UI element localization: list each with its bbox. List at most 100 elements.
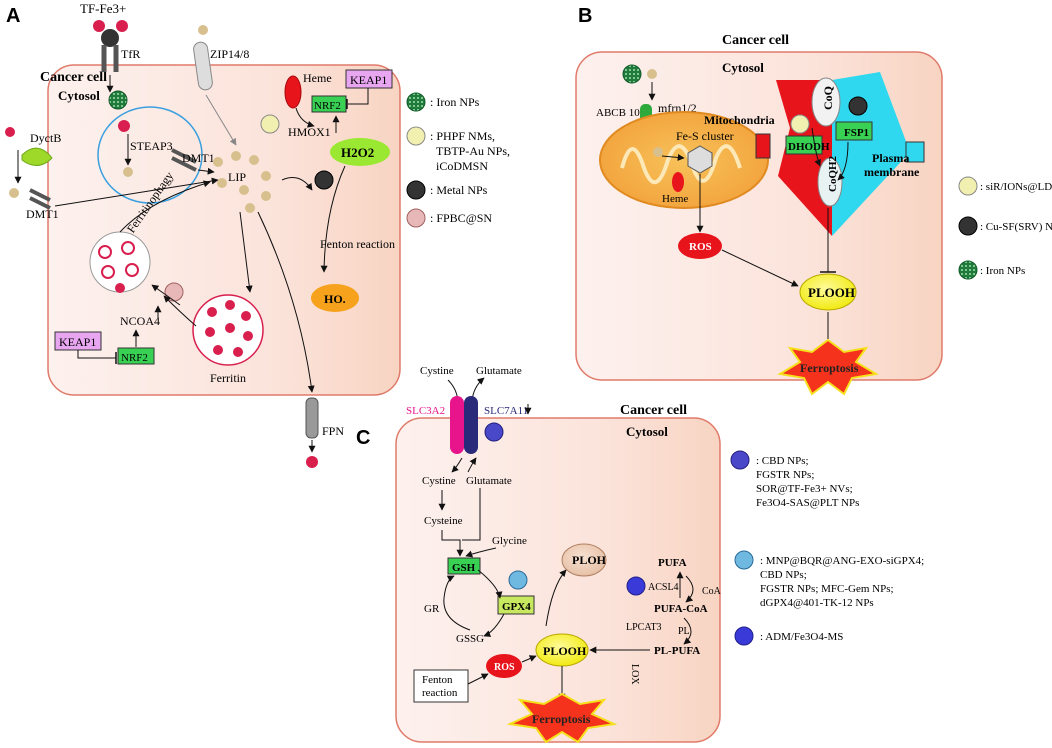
fe3-ion xyxy=(93,20,105,32)
heme-label-b: Heme xyxy=(662,193,688,205)
legend-a-4: : Metal NPs xyxy=(430,183,488,197)
lpcat3-label: LPCAT3 xyxy=(626,622,662,633)
dhodh-box xyxy=(785,135,823,155)
ferritin-fe3 xyxy=(205,300,253,357)
panel-b-letter: B xyxy=(578,5,592,27)
keap1-bottom-label: KEAP1 xyxy=(59,335,96,349)
sir-ions-np xyxy=(790,114,810,134)
dmt1-outer xyxy=(29,188,51,210)
ferroptosis-burst-c xyxy=(506,692,618,744)
zip-transporter xyxy=(193,41,213,91)
fe2-ion xyxy=(198,25,208,35)
slc3a2-label: SLC3A2 xyxy=(406,405,445,417)
nrf2-box-bottom xyxy=(117,347,155,365)
plooh-label-c: PLOOH xyxy=(543,644,587,658)
fe3-ion xyxy=(118,120,130,132)
legend-fpbc-icon xyxy=(406,208,426,228)
legend-c2-3: dGPX4@401-TK-12 NPs xyxy=(760,597,874,609)
ploh-node xyxy=(561,543,607,577)
dyctb-label: DyctB xyxy=(30,131,61,145)
legend-phpf-icon xyxy=(406,126,426,146)
fes-cluster xyxy=(687,145,713,174)
cell-c xyxy=(395,417,721,743)
legend-a-1: : PHPF NMs, xyxy=(430,129,495,143)
coqh2-ellipse xyxy=(817,157,843,207)
cancer-cell-label-a: Cancer cell xyxy=(40,70,107,85)
dmt1-inner xyxy=(171,148,197,172)
ho-node xyxy=(311,284,359,312)
legend-a-3: iCoDMSN xyxy=(436,159,488,173)
coq-label: CoQ xyxy=(821,86,835,110)
steap3-label: STEAP3 xyxy=(130,139,173,153)
ros-node-b xyxy=(678,233,722,259)
legend-cu-sf-icon xyxy=(958,216,978,236)
fes-label: Fe-S cluster xyxy=(676,129,734,143)
tfr-receptor xyxy=(101,45,119,72)
gssg-label: GSSG xyxy=(456,633,484,645)
glutamate-in-label: Glutamate xyxy=(466,475,512,487)
legend-metal-np-icon xyxy=(406,180,426,200)
phpf-np xyxy=(260,114,280,134)
h2o2-label: H2O2 xyxy=(341,145,374,160)
legend-c2-1: CBD NPs; xyxy=(760,569,807,581)
legend-c1-1: FGSTR NPs; xyxy=(756,469,814,481)
lip-fe2-cluster xyxy=(213,151,271,213)
fenton-c-1: Fenton xyxy=(422,674,453,686)
fe2-ion xyxy=(647,69,657,79)
legend-a-0: : Iron NPs xyxy=(430,95,480,109)
cytosol-label-b: Cytosol xyxy=(722,60,764,75)
tf-fe3-label: TF-Fe3+ xyxy=(80,1,126,16)
gpx4-box xyxy=(497,595,535,615)
panel-c: C Cancer cell Cytosol Cystine Glutamate … xyxy=(356,365,924,744)
cancer-cell-label-b: Cancer cell xyxy=(722,33,789,48)
plooh-label-b: PLOOH xyxy=(808,285,855,300)
dhodh-label: DHODH xyxy=(788,141,830,153)
dmt1-inner-label: DMT1 xyxy=(182,151,215,165)
keap1-top-label: KEAP1 xyxy=(350,73,387,87)
cyan-membrane-region xyxy=(832,72,910,236)
cytosol-label-c: Cytosol xyxy=(626,424,668,439)
nrf2-box-top xyxy=(311,95,347,113)
cu-sf-np xyxy=(848,96,868,116)
acsl4-label: ACSL4 xyxy=(648,582,679,593)
legend-c1-3: Fe3O4-SAS@PLT NPs xyxy=(756,497,859,509)
lip-label: LIP xyxy=(228,170,246,184)
legend-c1-0: : CBD NPs; xyxy=(756,455,809,467)
plasma-label-1: Plasma xyxy=(872,151,909,165)
ros-label-b: ROS xyxy=(689,241,712,253)
fe2-ion xyxy=(653,147,663,157)
iron-np xyxy=(108,90,128,110)
fenton-c-2: reaction xyxy=(422,687,458,699)
fsp1-label: FSP1 xyxy=(844,127,869,139)
legend-cbd-icon xyxy=(730,450,750,470)
metal-np xyxy=(314,170,334,190)
zip-label: ZIP14/8 xyxy=(210,47,249,61)
cristae xyxy=(620,144,742,184)
glycine-label: Glycine xyxy=(492,535,527,547)
fe2-ion xyxy=(9,188,19,198)
coq-ellipse xyxy=(811,77,841,127)
gr-label: GR xyxy=(424,603,440,615)
panel-a-letter: A xyxy=(6,5,20,27)
cystine-top-label: Cystine xyxy=(420,365,454,377)
abcb10-label: ABCB 10 xyxy=(596,107,640,119)
legend-b-0: : siR/IONs@LDHNPs xyxy=(980,181,1052,193)
pl-pufa-label: PL-PUFA xyxy=(654,645,700,657)
cell-a xyxy=(47,64,401,396)
legend-adm-icon xyxy=(734,626,754,646)
plooh-node-b xyxy=(799,273,857,311)
h2o2-node xyxy=(330,138,390,166)
legend-c2-2: FGSTR NPs; MFC-Gem NPs; xyxy=(760,583,894,595)
legend-c3-0: : ADM/Fe3O4-MS xyxy=(760,631,843,643)
cystine-in-label: Cystine xyxy=(422,475,456,487)
legend-b-1: : Cu-SF(SRV) NPs; xyxy=(980,221,1052,233)
gpx4-label: GPX4 xyxy=(502,601,531,613)
cancer-cell-label-c: Cancer cell xyxy=(620,403,687,418)
fe3-ion xyxy=(115,283,125,293)
cbd-np xyxy=(484,422,504,442)
cysteine-label: Cysteine xyxy=(424,515,463,527)
fpbc-np xyxy=(164,282,184,302)
legend-a-5: : FPBC@SN xyxy=(430,211,492,225)
fenton-box-c xyxy=(413,669,469,703)
ho-label: HO. xyxy=(324,292,346,306)
